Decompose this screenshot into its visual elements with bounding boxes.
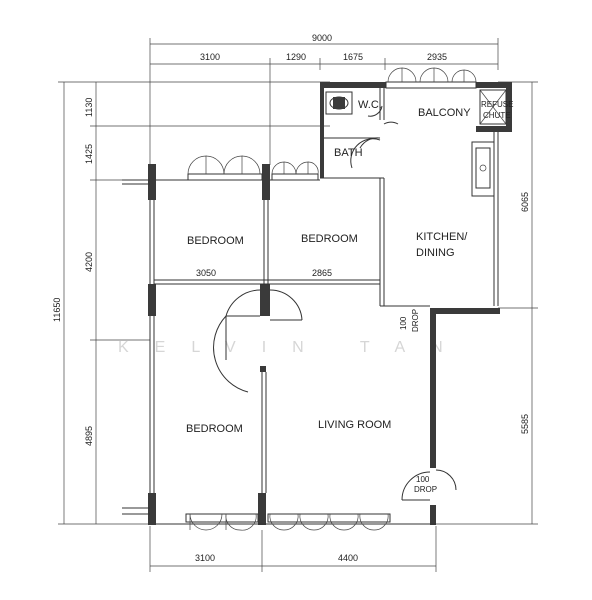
label-wc: W.C.	[358, 99, 382, 111]
top-bedroom-windows	[187, 155, 319, 181]
dim-left-3: 4200	[84, 252, 94, 272]
label-bedroom-3: BEDROOM	[186, 423, 243, 435]
label-balcony: BALCONY	[418, 107, 471, 119]
dim-interior-2: 2865	[312, 268, 332, 278]
label-dining: DINING	[416, 247, 455, 259]
bottom-windows	[185, 513, 391, 531]
watermark: KELVIN TAN	[118, 339, 469, 356]
label-bedroom-1: BEDROOM	[187, 235, 244, 247]
dim-right-1: 6065	[520, 192, 530, 212]
kitchen-drop-number: 100	[399, 316, 408, 330]
dim-overall-width: 9000	[312, 33, 332, 43]
dim-top-3: 1675	[343, 52, 363, 62]
dim-left-2: 1425	[84, 144, 94, 164]
dim-bottom-1: 3100	[195, 553, 215, 563]
living-drop-number: 100	[416, 475, 430, 484]
living-drop-label: DROP	[414, 485, 437, 494]
interior-lines	[122, 88, 499, 525]
kitchen-sink	[471, 141, 495, 197]
walls	[148, 82, 512, 525]
dim-right-2: 5585	[520, 414, 530, 434]
dim-top-4: 2935	[427, 52, 447, 62]
label-bedroom-2: BEDROOM	[301, 233, 358, 245]
top-dimension-lines	[149, 38, 499, 165]
dim-bottom-2: 4400	[338, 553, 358, 563]
living-drop-door	[401, 469, 457, 501]
wc-fixtures	[325, 91, 353, 115]
label-refuse: REFUSE	[481, 100, 513, 109]
dim-top-1: 3100	[200, 52, 220, 62]
dim-overall-height: 11650	[52, 298, 62, 322]
interior-doors	[213, 105, 399, 393]
label-chute: CHUTE	[483, 111, 511, 120]
label-living-room: LIVING ROOM	[318, 419, 391, 431]
dim-top-2: 1290	[286, 52, 306, 62]
refuse-chute-box	[479, 89, 507, 125]
label-kitchen: KITCHEN/	[416, 231, 468, 243]
dim-left-4: 4895	[84, 426, 94, 446]
kitchen-drop-label: DROP	[411, 309, 420, 332]
dim-left-1: 1130	[84, 98, 94, 117]
label-bath: BATH	[334, 147, 363, 159]
dim-interior-1: 3050	[196, 268, 216, 278]
right-dimension-lines	[436, 81, 538, 525]
left-dimension-lines	[58, 81, 330, 525]
bottom-dimension-lines	[149, 526, 437, 572]
balcony-windows	[385, 67, 477, 89]
